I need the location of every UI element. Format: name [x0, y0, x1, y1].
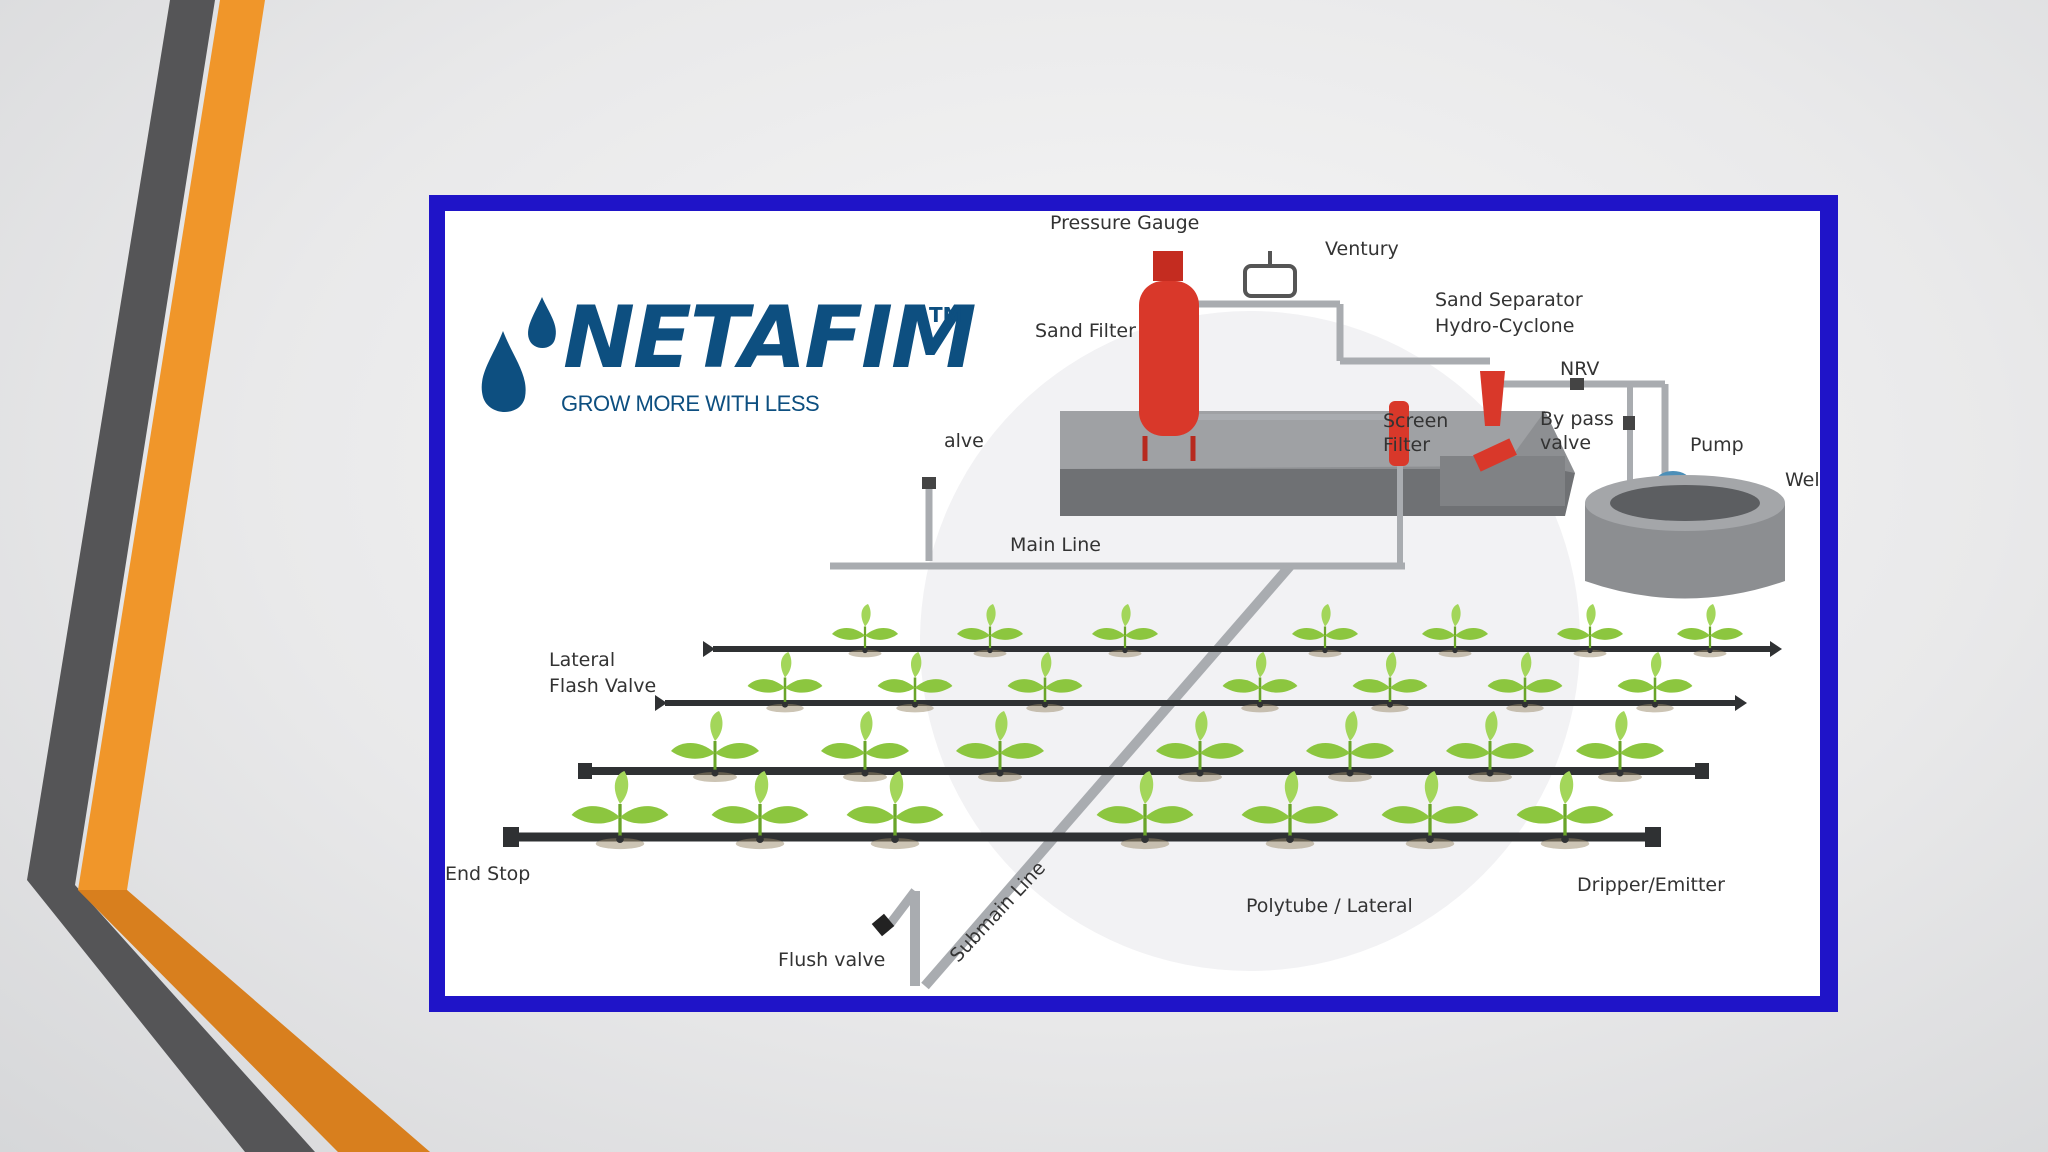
plant-icon — [1007, 652, 1083, 713]
brand-trademark: TM — [929, 303, 963, 327]
label-flush-valve: Flush valve — [778, 949, 886, 971]
plant-icon — [571, 771, 669, 850]
orange-band — [78, 0, 430, 1152]
diagram-graphics — [481, 251, 1785, 990]
orange-band-shade — [78, 890, 430, 1152]
label-air-valve: alve — [944, 430, 984, 452]
plant-icon — [1617, 652, 1693, 713]
label-hydro-cyclone: Hydro-Cyclone — [1435, 315, 1575, 337]
air-valve-icon — [922, 477, 936, 489]
water-drop-small-icon — [528, 297, 556, 348]
label-by-pass: By pass — [1540, 408, 1614, 430]
water-drop-large-icon — [481, 331, 526, 412]
plant-icon — [1446, 711, 1534, 782]
plant-icon — [1487, 652, 1563, 713]
plant-icon — [1352, 652, 1428, 713]
label-well: Well — [1785, 469, 1820, 491]
label-sand-separator: Sand Separator — [1435, 289, 1583, 311]
label-dripper-emitter: Dripper/Emitter — [1577, 874, 1725, 896]
label-ventury: Ventury — [1325, 238, 1399, 260]
label-end-stop: End Stop — [445, 863, 531, 885]
diagram-frame: NETAFIM TM GROW MORE WITH LESS Pressure … — [429, 195, 1838, 1012]
plant-icon — [877, 652, 953, 713]
plant-icon — [1557, 604, 1623, 658]
plant-icon — [747, 652, 823, 713]
label-polytube-lateral: Polytube / Lateral — [1246, 895, 1413, 917]
plant-icon — [1292, 604, 1358, 658]
gray-band — [27, 0, 315, 1152]
label-nrv: NRV — [1560, 358, 1600, 380]
plant-icon — [956, 711, 1044, 782]
label-valve: valve — [1540, 432, 1592, 454]
bypass-valve-icon — [1623, 416, 1635, 430]
plant-icon — [1241, 771, 1339, 850]
plant-icon — [711, 771, 809, 850]
plant-icon — [1422, 604, 1488, 658]
flush-valve-icon — [871, 913, 895, 937]
plant-icon — [1677, 604, 1743, 658]
end-stop-icon — [503, 827, 519, 847]
plant-icon — [1156, 711, 1244, 782]
label-main-line: Main Line — [1010, 534, 1101, 556]
label-screen: Screen — [1383, 410, 1449, 432]
plant-icon — [1096, 771, 1194, 850]
plant-rows — [571, 604, 1743, 850]
plant-icon — [832, 604, 898, 658]
plant-icon — [1222, 652, 1298, 713]
submain-line-pipe — [921, 562, 1294, 990]
plant-icon — [1516, 771, 1614, 850]
plant-icon — [1576, 711, 1664, 782]
label-pressure-gauge: Pressure Gauge — [1050, 212, 1200, 234]
label-lateral: Lateral — [549, 649, 616, 671]
plant-icon — [957, 604, 1023, 658]
plant-icon — [846, 771, 944, 850]
label-sand-filter: Sand Filter — [1035, 320, 1136, 342]
ventury-icon — [1243, 264, 1297, 298]
platform-step — [1440, 456, 1565, 506]
plant-icon — [821, 711, 909, 782]
label-pump: Pump — [1690, 434, 1744, 456]
brand-tagline: GROW MORE WITH LESS — [561, 391, 820, 416]
plant-icon — [671, 711, 759, 782]
plant-icon — [1381, 771, 1479, 850]
plant-icon — [1306, 711, 1394, 782]
nrv-icon — [1570, 378, 1584, 390]
hydro-cyclone-icon — [1480, 371, 1505, 426]
drip-irrigation-diagram: NETAFIM TM GROW MORE WITH LESS Pressure … — [445, 211, 1820, 996]
plant-icon — [1092, 604, 1158, 658]
screen-filter-icon — [1389, 401, 1409, 466]
label-filter: Filter — [1383, 434, 1431, 456]
sand-filter-tank — [1139, 281, 1199, 436]
lateral-flash-valve-icon — [703, 641, 715, 657]
brand-name: NETAFIM — [563, 288, 977, 388]
well-opening — [1610, 485, 1760, 521]
label-flash-valve: Flash Valve — [549, 675, 657, 697]
